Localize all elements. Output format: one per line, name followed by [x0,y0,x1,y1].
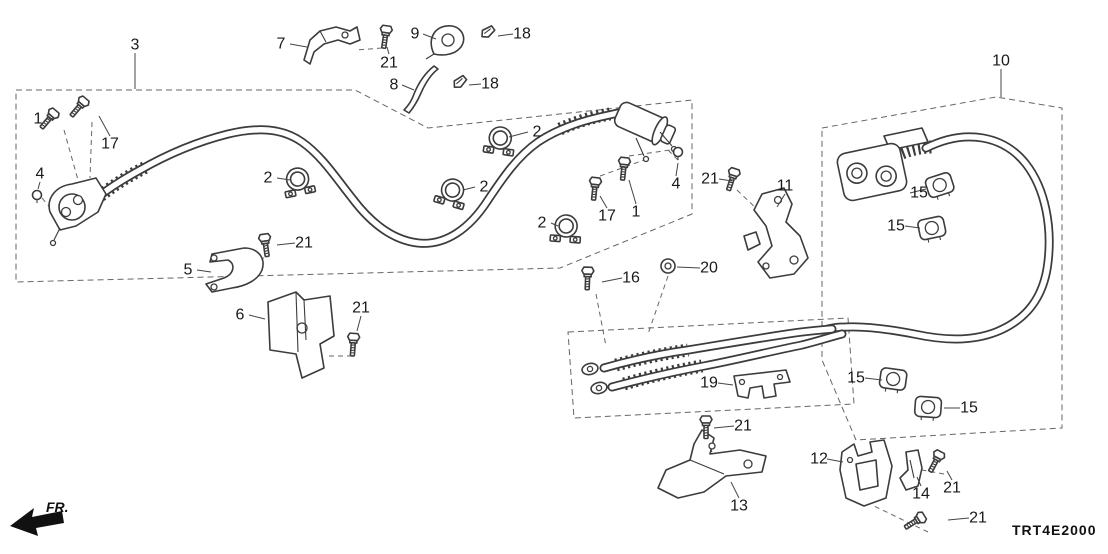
bracket-14 [899,449,923,491]
callout-21-14: 21 [701,171,719,188]
callout-15-30: 15 [960,400,978,417]
callout-2-12: 2 [480,179,489,196]
clamp-15 [877,366,909,395]
dashed-relation-lines [41,47,945,533]
cable-assembly-10 [581,127,1054,395]
callout-21-22: 21 [295,235,313,252]
callout-21-27: 21 [352,300,370,317]
callout-15-20: 15 [887,218,905,235]
clamp-2 [549,213,583,244]
callout-21-36: 21 [969,510,987,527]
callout-6-26: 6 [236,307,245,324]
clamp-2 [482,124,518,157]
bracket-8 [403,65,439,114]
connector-right-3 [613,101,678,163]
callout-21-31: 21 [734,418,752,435]
clamp-15 [923,170,958,203]
ring-terminal [590,381,608,395]
bolt-21 [901,509,929,534]
callout-2-19: 2 [538,215,547,232]
bracket-19 [733,369,791,399]
washer-20 [660,258,676,274]
callout-4-13: 4 [672,176,681,193]
callout-2-9: 2 [533,124,542,141]
callout-18-6: 18 [481,76,499,93]
callout-5-23: 5 [184,262,193,279]
bracket-5 [205,247,264,293]
grommet-4 [31,189,43,204]
callout-4-10: 4 [36,166,45,183]
bolt-21 [376,24,394,50]
ring-terminal [581,362,599,376]
clip-18 [450,74,470,90]
clamp-15 [913,395,943,423]
grommet-4 [672,146,684,161]
callout-1-7: 1 [34,111,43,128]
callout-20-25: 20 [700,260,718,277]
assembly-outline-10 [821,96,1063,441]
clamp-2 [279,164,317,199]
fr-direction-label: FR. [46,499,69,515]
bolt-16 [580,266,595,291]
connector-left-3 [48,177,107,247]
bolt-21 [924,448,947,476]
callout-18-4: 18 [513,26,531,43]
assembly-outline-3 [15,89,693,283]
callout-1-18: 1 [632,204,641,221]
callout-10-21: 10 [992,53,1010,70]
callout-13-33: 13 [730,498,748,515]
bracket-13 [657,429,767,499]
callout-9-3: 9 [411,26,420,43]
clamp-15 [916,214,949,245]
callout-3-0: 3 [131,37,140,54]
callout-21-35: 21 [943,480,961,497]
callout-7-1: 7 [277,36,286,53]
callout-15-16: 15 [910,185,928,202]
bracket-7 [303,26,361,65]
callout-11-15: 11 [777,178,794,195]
callout-8-5: 8 [390,77,399,94]
bracket-9 [425,25,465,60]
bolt-21 [345,332,361,358]
diagram-code: TRT4E2000 [1012,522,1096,538]
connector-10 [836,127,929,202]
bolt-17 [66,93,92,121]
fr-direction: FR. [10,499,69,536]
bolt-17 [586,176,603,202]
bracket-12 [839,439,893,507]
callout-15-29: 15 [847,370,865,387]
callout-2-11: 2 [264,170,273,187]
bolt-21 [257,232,274,259]
callout-16-24: 16 [622,270,640,287]
cable-assembly-3 [48,101,678,248]
bracket-11 [743,187,809,279]
callout-17-8: 17 [101,136,119,153]
assembly-outline-lower [567,317,855,419]
fr-arrow-icon [10,508,64,536]
bracket-6 [267,291,335,379]
leader-lines [37,33,1002,521]
clamp-2 [432,174,471,211]
clip-18 [479,24,497,40]
callout-21-2: 21 [380,55,398,72]
callout-12-32: 12 [810,451,828,468]
callout-14-34: 14 [912,486,930,503]
callout-19-28: 19 [700,375,718,392]
callout-17-17: 17 [598,208,616,225]
